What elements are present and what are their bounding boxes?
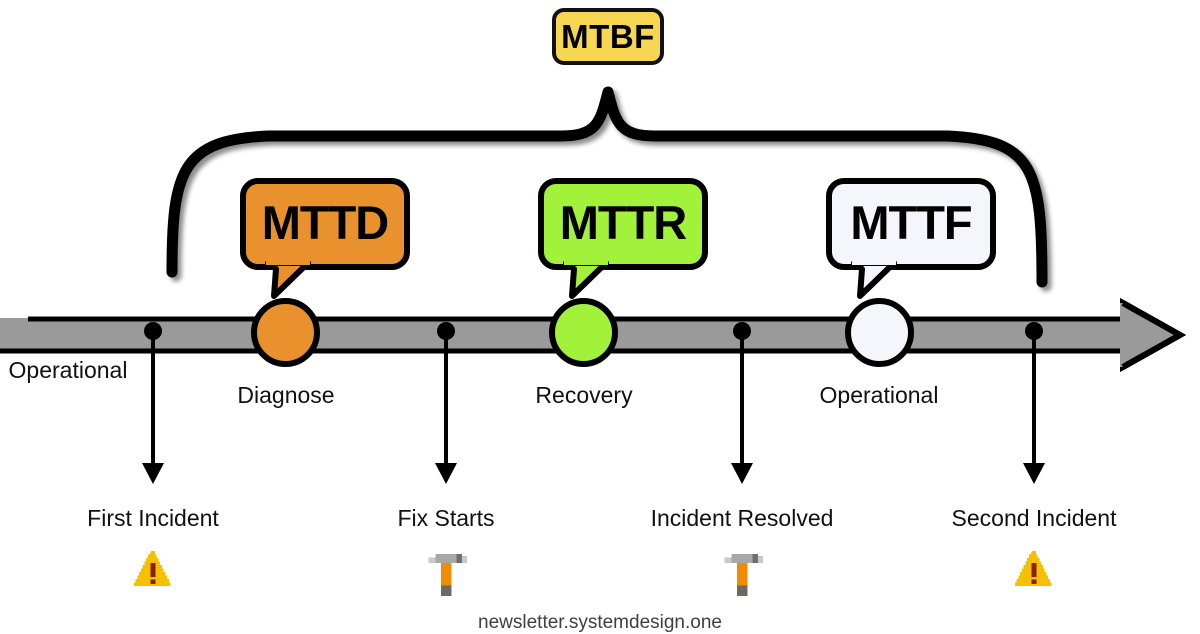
event-marker-second-incident — [1023, 322, 1045, 484]
node-recovery[interactable] — [549, 298, 618, 367]
mttf-bubble-label: MTTF — [850, 195, 972, 249]
mttf-bubble[interactable]: MTTF — [826, 178, 996, 299]
label-operational-second: Operational — [819, 382, 939, 408]
mttr-bubble-tail — [563, 255, 609, 299]
event-marker-first-incident — [142, 322, 164, 484]
node-diagnose[interactable] — [251, 298, 320, 367]
event-label-second-incident: Second Incident — [951, 505, 1117, 531]
event-marker-incident-resolved — [731, 322, 753, 484]
hammer-icon — [428, 554, 467, 596]
mttd-bubble[interactable]: MTTD — [240, 178, 410, 299]
mtbf-badge-label: MTBF — [561, 17, 655, 55]
mttr-bubble[interactable]: MTTR — [538, 178, 708, 299]
label-diagnose: Diagnose — [237, 382, 335, 408]
label-operational-start: Operational — [8, 357, 128, 383]
event-label-fix-starts: Fix Starts — [397, 505, 495, 531]
mttd-bubble-label: MTTD — [261, 195, 390, 249]
mttr-bubble-label: MTTR — [559, 195, 688, 249]
hammer-icon — [724, 554, 763, 596]
warning-icon — [1014, 550, 1052, 586]
node-operational-second[interactable] — [845, 298, 914, 367]
mttd-bubble-tail — [265, 255, 311, 299]
warning-icon — [133, 550, 171, 586]
event-label-first-incident: First Incident — [87, 505, 219, 531]
mtbf-badge[interactable]: MTBF — [552, 8, 664, 65]
event-label-incident-resolved: Incident Resolved — [650, 505, 834, 531]
label-recovery: Recovery — [535, 382, 633, 408]
footer-watermark: newsletter.systemdesign.one — [478, 612, 722, 633]
event-marker-fix-starts — [435, 322, 457, 484]
mtbf-brace — [166, 86, 1048, 288]
mttf-bubble-tail — [851, 255, 897, 299]
